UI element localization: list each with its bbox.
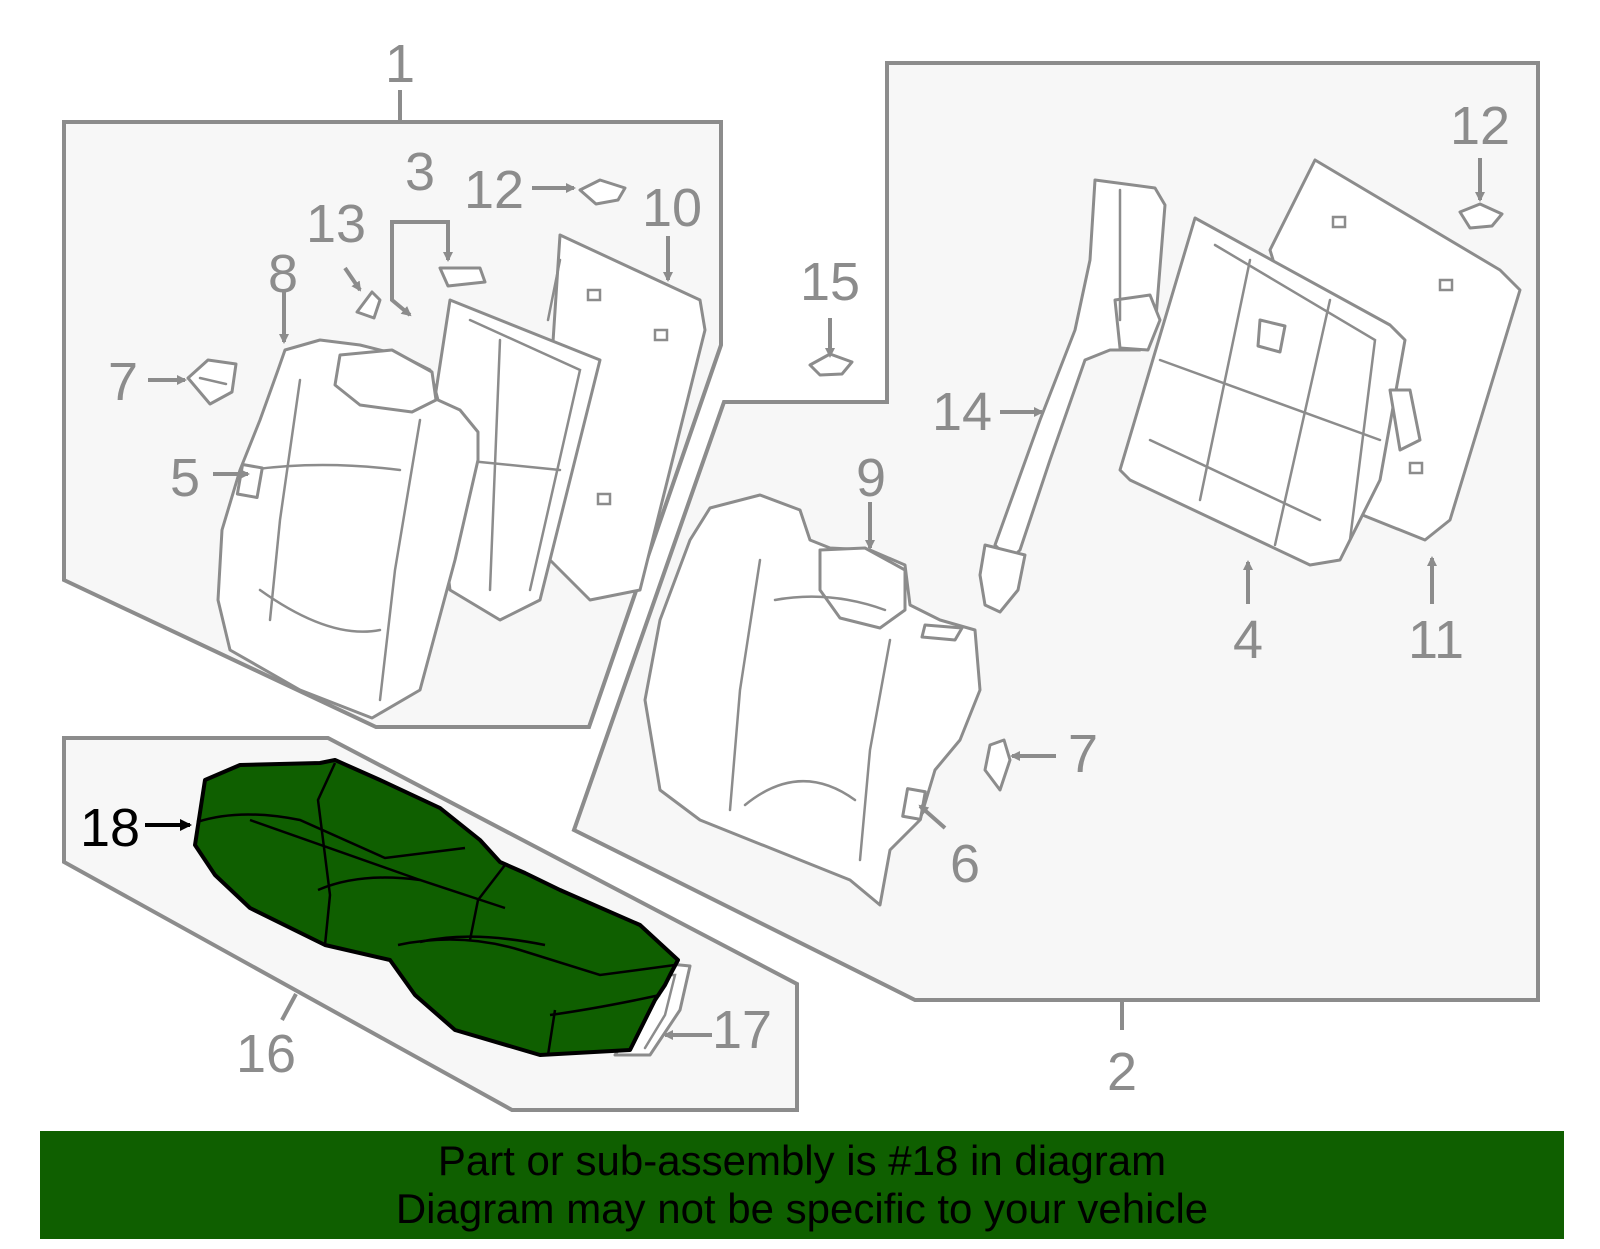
callout-1: 1 [385, 34, 415, 94]
cap-12-right [1458, 202, 1504, 230]
callout-7-left: 7 [108, 352, 138, 412]
callout-11: 11 [1408, 610, 1464, 670]
banner-line-disclaimer: Diagram may not be specific to your vehi… [395, 1185, 1209, 1232]
callout-5: 5 [170, 448, 200, 508]
callout-14: 14 [932, 382, 992, 442]
cover-13 [355, 290, 382, 320]
trim-piece-7-left [186, 358, 238, 406]
callout-2: 2 [1107, 1042, 1137, 1102]
banner-line-part: Part or sub-assembly is #18 in diagram [437, 1137, 1167, 1184]
callout-9: 9 [856, 448, 886, 508]
leaders-panel-3 [145, 819, 712, 1040]
callout-17: 17 [712, 1000, 772, 1060]
callout-8: 8 [268, 244, 298, 304]
callout-7-right: 7 [1068, 724, 1098, 784]
clip-15 [808, 352, 854, 377]
seat-cushion-18-highlighted [193, 758, 680, 1057]
callout-4: 4 [1233, 610, 1263, 670]
seatback-frame-left [428, 233, 707, 622]
seatback-cushion-left [216, 338, 480, 720]
callout-18: 18 [80, 798, 140, 858]
callout-15: 15 [800, 252, 860, 312]
callout-13: 13 [306, 194, 366, 254]
callout-6: 6 [950, 834, 980, 894]
callout-3: 3 [405, 142, 435, 202]
trim-piece-7-right [983, 738, 1012, 792]
cap-12-left [578, 178, 627, 206]
leaders-panel-1 [148, 183, 673, 479]
callout-12-right: 12 [1450, 96, 1510, 156]
seatback-cushion-right [643, 493, 982, 907]
leaders-panel-2 [825, 158, 1485, 830]
seatback-frame-right [1118, 158, 1522, 567]
callout-12-left: 12 [464, 160, 524, 220]
callout-10: 10 [642, 178, 702, 238]
callout-16: 16 [236, 1024, 296, 1084]
info-banner: Part or sub-assembly is #18 in diagram D… [40, 1131, 1564, 1239]
seat-belt-14 [978, 178, 1167, 614]
